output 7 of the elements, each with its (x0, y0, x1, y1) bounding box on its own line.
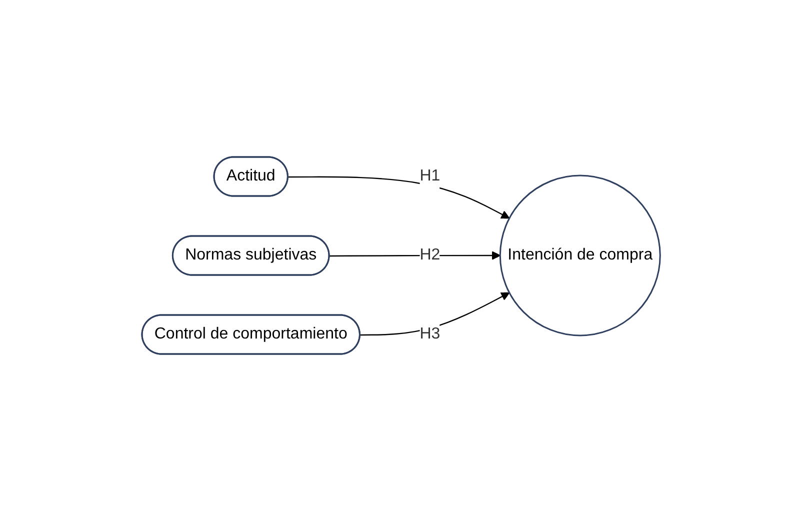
arrow (288, 176, 510, 218)
node-circle: Intención de compra (500, 174, 662, 336)
arrow (330, 250, 501, 260)
edge-label: H1 (420, 167, 441, 184)
arrow (360, 292, 510, 336)
edge-label: H3 (420, 324, 441, 342)
edge-label: H2 (420, 246, 441, 263)
